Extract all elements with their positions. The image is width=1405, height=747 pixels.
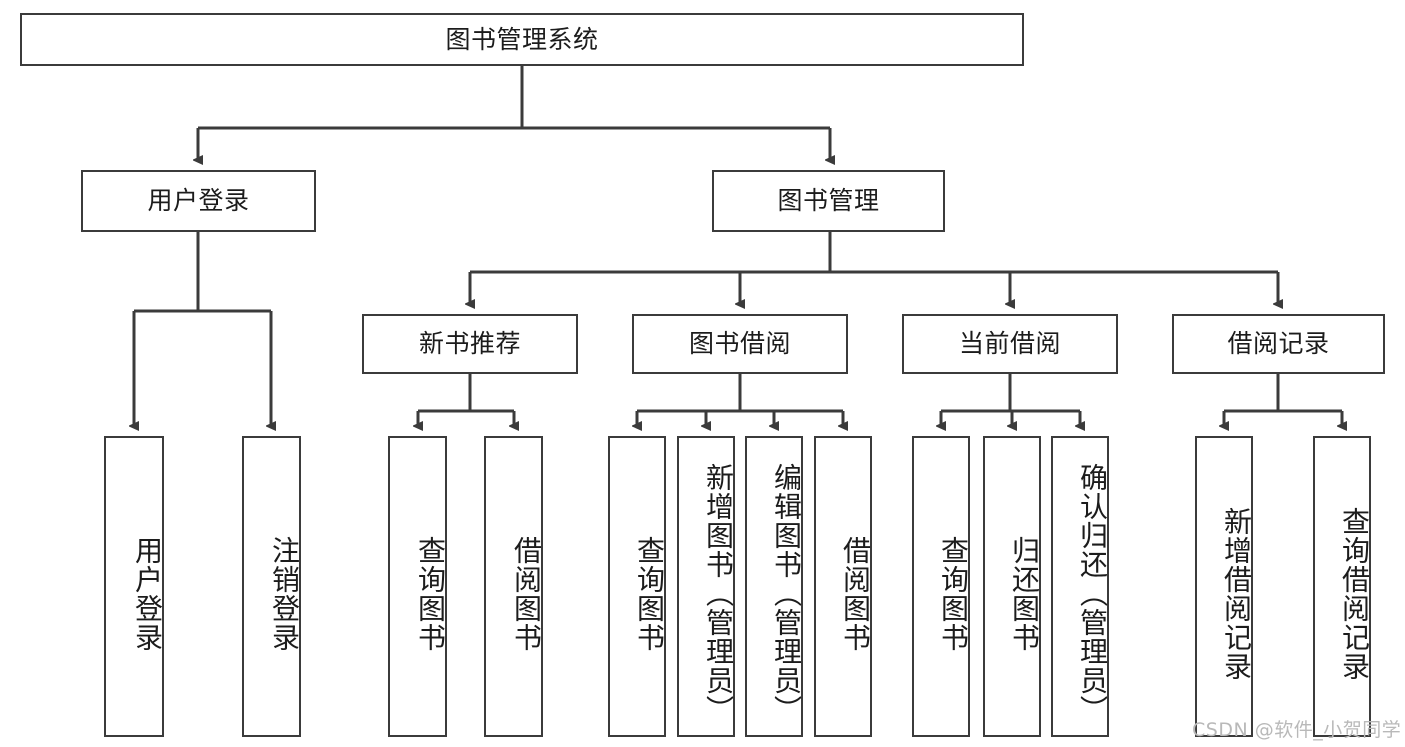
node-book-manage-label: 图书管理 (777, 186, 880, 216)
node-root-label: 图书管理系统 (445, 24, 599, 54)
leaf-confirm-return[interactable]: 确认归还（管理员） (1051, 436, 1109, 737)
node-current-borrow[interactable]: 当前借阅 (902, 314, 1118, 374)
node-user-login[interactable]: 用户登录 (81, 170, 316, 232)
leaf-query-borrow-record[interactable]: 查询借阅记录 (1313, 436, 1371, 737)
leaf-borrow-book-1[interactable]: 借阅图书 (484, 436, 543, 737)
leaf-borrow-book-2-label: 借阅图书 (839, 535, 872, 652)
leaf-query-book-1[interactable]: 查询图书 (388, 436, 447, 737)
leaf-edit-book[interactable]: 编辑图书（管理员） (745, 436, 803, 737)
leaf-user-login-label: 用户登录 (131, 535, 164, 652)
leaf-confirm-return-label: 确认归还（管理员） (1076, 463, 1109, 724)
node-book-manage[interactable]: 图书管理 (712, 170, 945, 232)
node-new-book-recommend[interactable]: 新书推荐 (362, 314, 578, 374)
leaf-borrow-book-1-label: 借阅图书 (510, 535, 543, 652)
node-current-borrow-label: 当前借阅 (958, 329, 1061, 359)
csdn-watermark: CSDN @软件_小贺同学 (1192, 719, 1402, 741)
node-user-login-label: 用户登录 (147, 186, 250, 216)
leaf-add-book[interactable]: 新增图书（管理员） (677, 436, 735, 737)
leaf-query-book-3[interactable]: 查询图书 (912, 436, 970, 737)
leaf-user-logout[interactable]: 注销登录 (242, 436, 301, 737)
leaf-add-borrow-record[interactable]: 新增借阅记录 (1195, 436, 1253, 737)
leaf-query-book-1-label: 查询图书 (414, 535, 447, 652)
leaf-add-borrow-record-label: 新增借阅记录 (1220, 506, 1253, 681)
leaf-return-book[interactable]: 归还图书 (983, 436, 1041, 737)
node-book-borrow[interactable]: 图书借阅 (632, 314, 848, 374)
leaf-user-logout-label: 注销登录 (268, 535, 301, 652)
node-root[interactable]: 图书管理系统 (20, 13, 1024, 66)
leaf-query-borrow-record-label: 查询借阅记录 (1338, 506, 1371, 681)
leaf-user-login[interactable]: 用户登录 (104, 436, 164, 737)
node-borrow-record-label: 借阅记录 (1227, 329, 1330, 359)
node-book-borrow-label: 图书借阅 (688, 329, 791, 359)
node-new-book-recommend-label: 新书推荐 (418, 329, 521, 359)
leaf-return-book-label: 归还图书 (1008, 535, 1041, 652)
leaf-edit-book-label: 编辑图书（管理员） (770, 463, 803, 724)
leaf-borrow-book-2[interactable]: 借阅图书 (814, 436, 872, 737)
leaf-query-book-3-label: 查询图书 (937, 535, 970, 652)
leaf-query-book-2-label: 查询图书 (633, 535, 666, 652)
leaf-query-book-2[interactable]: 查询图书 (608, 436, 666, 737)
node-borrow-record[interactable]: 借阅记录 (1172, 314, 1385, 374)
leaf-add-book-label: 新增图书（管理员） (702, 463, 735, 724)
